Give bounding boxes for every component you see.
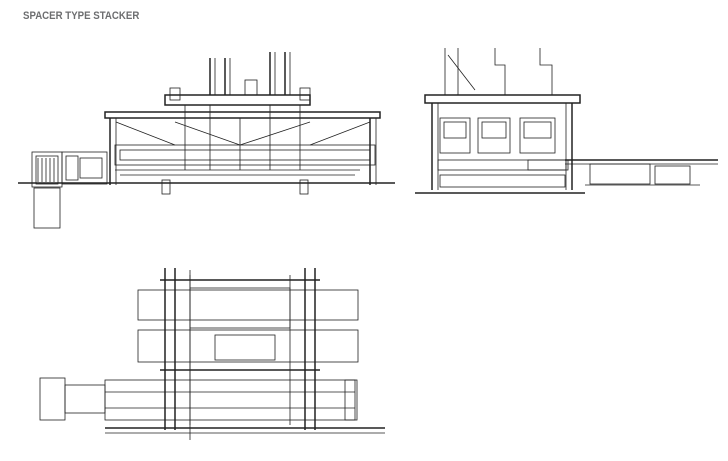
page-title: SPACER TYPE STACKER [23,10,140,22]
side-elevation-view [18,52,395,229]
end-elevation-view [415,48,718,194]
plan-view [39,268,385,440]
